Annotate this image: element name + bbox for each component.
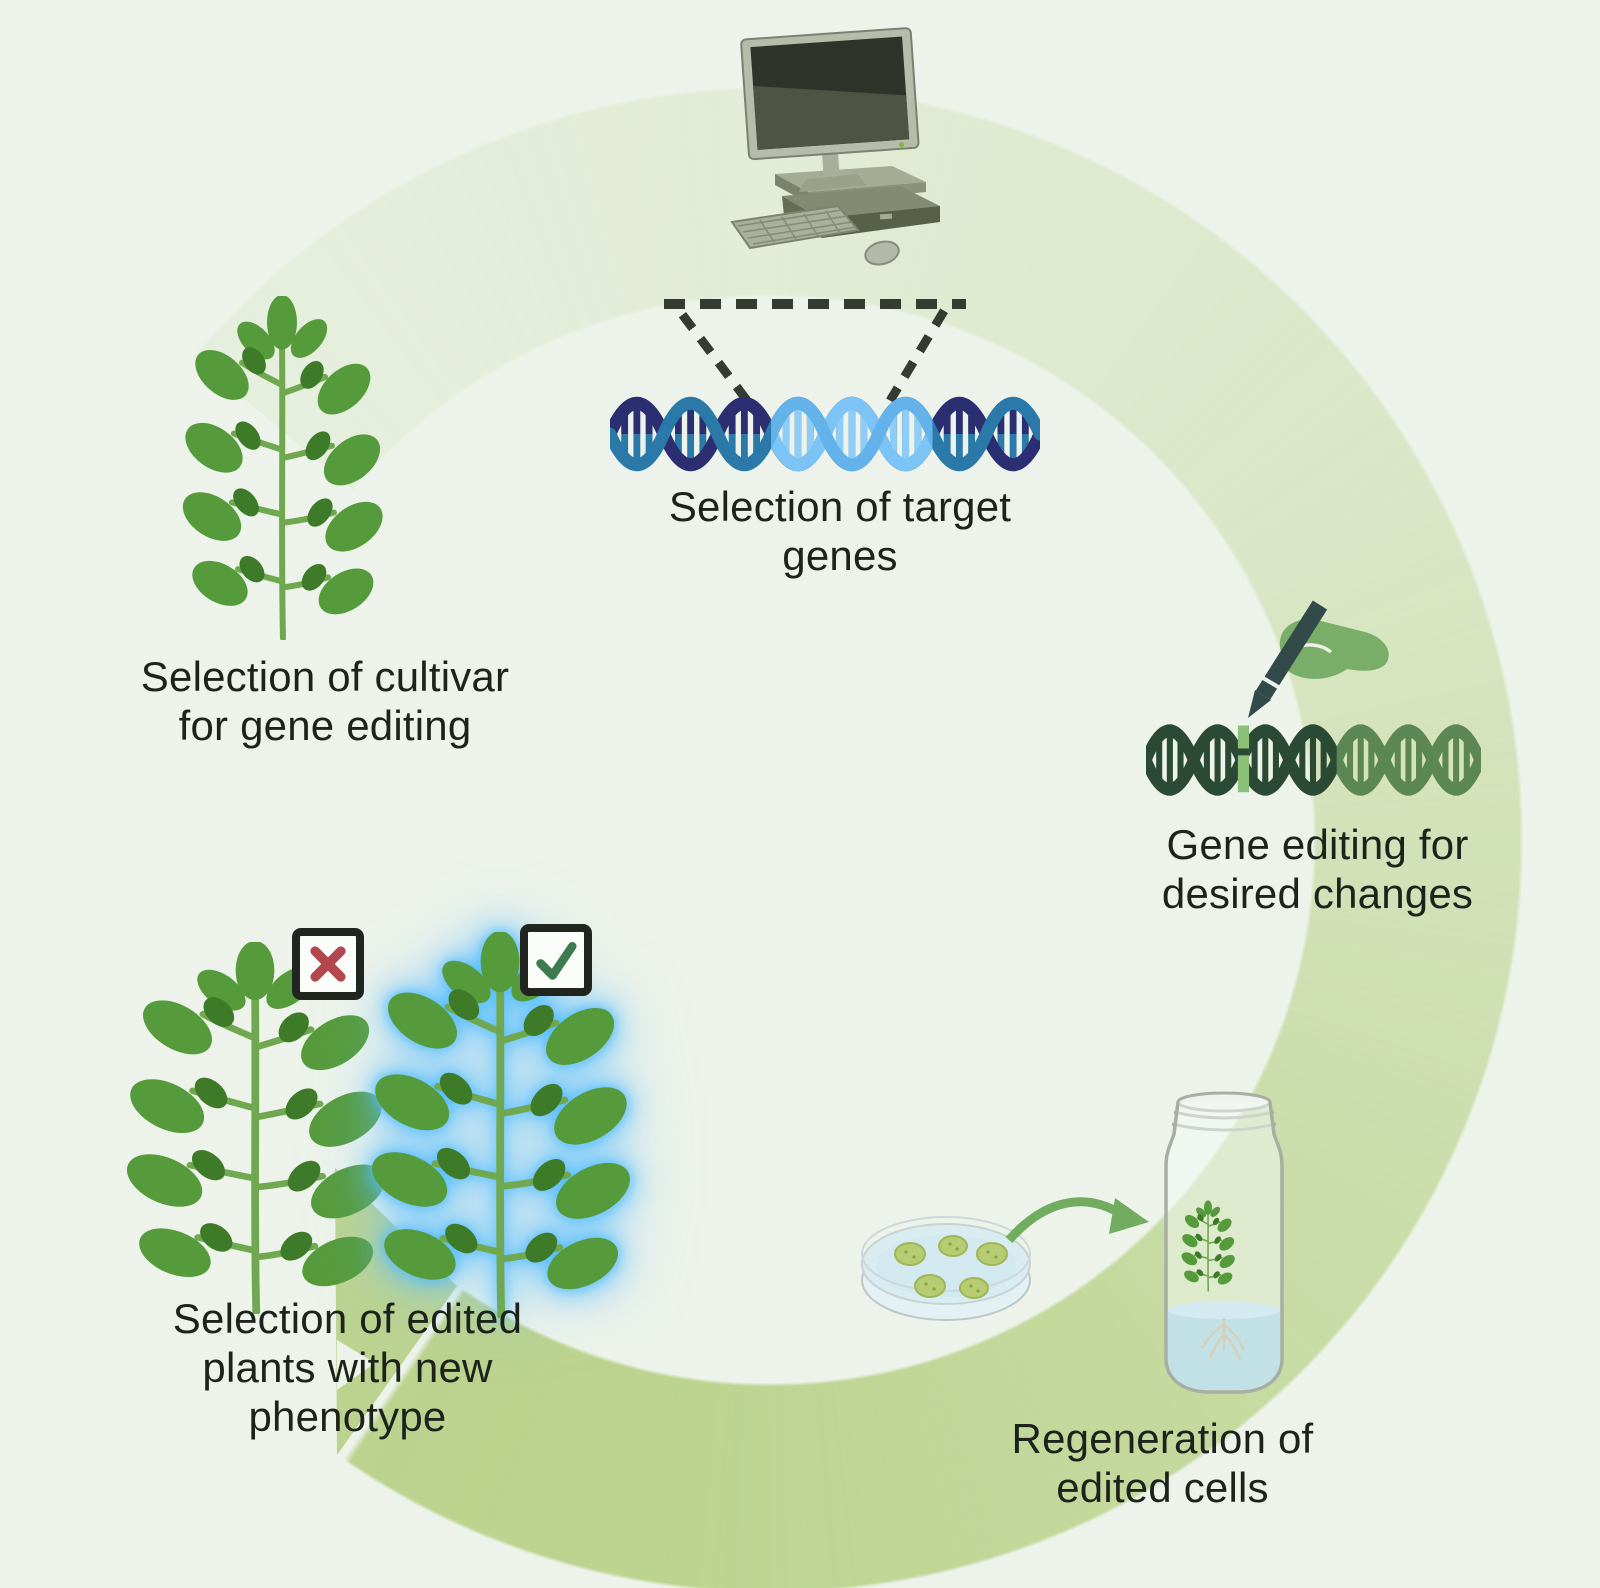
label-gene-editing: Gene editing for desired changes (1161, 821, 1474, 917)
selected-plant-glowing-icon (345, 932, 655, 1318)
desktop-computer-icon (730, 27, 940, 266)
culture-jar-icon (1164, 1091, 1284, 1394)
label-regeneration: Regeneration of edited cells (1011, 1415, 1314, 1511)
cross-checkbox (292, 928, 364, 1000)
label-edited-plants: Selection of edited plants with new phen… (172, 1295, 523, 1440)
dna-green-edited-icon (1146, 724, 1481, 797)
petri-dish-icon (861, 1216, 1031, 1321)
label-target-genes: Selection of target genes (668, 483, 1012, 579)
check-checkbox (520, 924, 592, 996)
hand-editing-pen-icon (1248, 600, 1389, 718)
dashed-selection-line (664, 299, 966, 309)
label-cultivar: Selection of cultivar for gene editing (140, 653, 510, 749)
dna-target-genes-icon (610, 397, 1040, 471)
cross-mark-icon (310, 946, 346, 982)
transfer-arrow-icon (1005, 1197, 1149, 1243)
cultivar-plant-icon (162, 296, 402, 640)
check-mark-icon (536, 942, 577, 980)
